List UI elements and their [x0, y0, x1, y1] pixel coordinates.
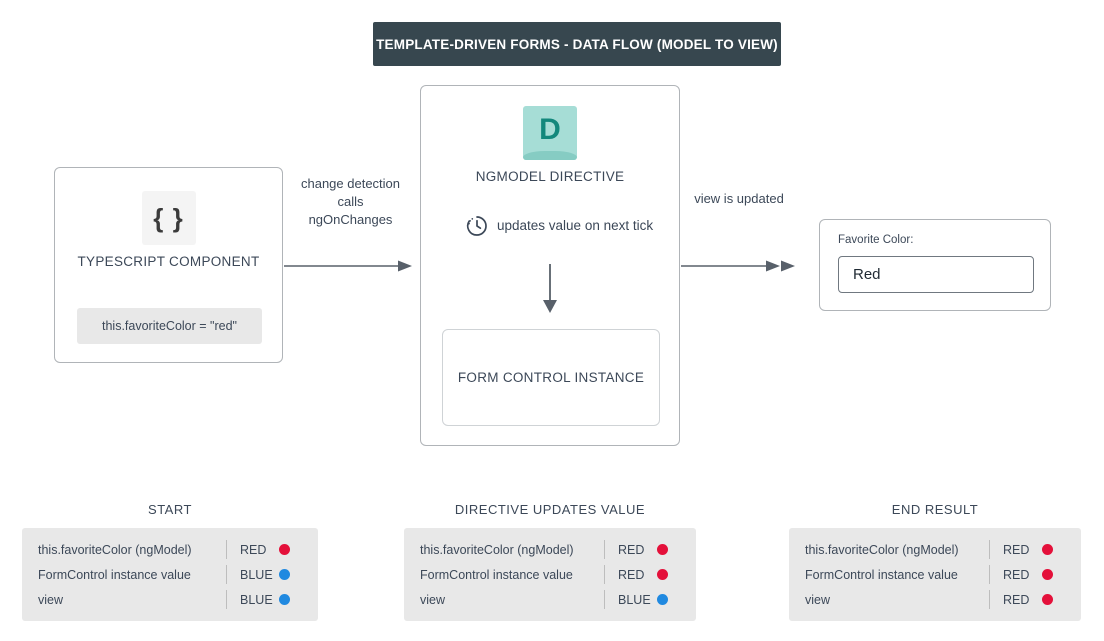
- table-row: this.favoriteColor (ngModel) RED: [22, 537, 318, 562]
- directive-icon-band: [523, 151, 577, 160]
- row-value: BLUE: [240, 592, 273, 607]
- favorite-color-label: Favorite Color:: [838, 234, 914, 246]
- typescript-component-label: TYPESCRIPT COMPONENT: [77, 254, 260, 269]
- row-value: RED: [1003, 592, 1030, 607]
- directive-d-letter: D: [539, 113, 561, 146]
- row-value: BLUE: [618, 592, 651, 607]
- row-color-dot: [1042, 569, 1053, 580]
- next-tick-text: updates value on next tick: [497, 218, 654, 233]
- row-value: RED: [618, 542, 645, 557]
- state-table-panel: this.favoriteColor (ngModel) RED FormCon…: [22, 528, 318, 621]
- directive-d-icon: D: [523, 106, 577, 160]
- row-divider: [989, 590, 990, 609]
- row-color-dot: [279, 544, 290, 555]
- state-table-end-result: END RESULT this.favoriteColor (ngModel) …: [789, 502, 1081, 621]
- page-title: TEMPLATE-DRIVEN FORMS - DATA FLOW (MODEL…: [376, 36, 778, 52]
- state-table-title: DIRECTIVE UPDATES VALUE: [454, 502, 646, 517]
- diagram-title-banner: TEMPLATE-DRIVEN FORMS - DATA FLOW (MODEL…: [373, 22, 781, 66]
- connector-label-view-updated: view is updated: [694, 191, 784, 206]
- row-divider: [604, 590, 605, 609]
- table-row: view RED: [789, 587, 1081, 612]
- view-box: Favorite Color: Red: [819, 219, 1051, 311]
- ngmodel-directive-label: NGMODEL DIRECTIVE: [475, 169, 625, 184]
- row-label: view: [38, 592, 64, 607]
- directive-down-arrow: [539, 264, 561, 319]
- table-row: this.favoriteColor (ngModel) RED: [404, 537, 696, 562]
- table-row: FormControl instance value RED: [404, 562, 696, 587]
- table-row: FormControl instance value RED: [789, 562, 1081, 587]
- row-color-dot: [1042, 594, 1053, 605]
- row-label: this.favoriteColor (ngModel): [420, 542, 574, 557]
- component-code-snippet: this.favoriteColor = "red": [77, 308, 262, 344]
- row-label: this.favoriteColor (ngModel): [38, 542, 192, 557]
- typescript-component-box: { } TYPESCRIPT COMPONENT this.favoriteCo…: [54, 167, 283, 363]
- row-value: RED: [618, 567, 645, 582]
- row-label: FormControl instance value: [420, 567, 573, 582]
- table-row: FormControl instance value BLUE: [22, 562, 318, 587]
- table-row: view BLUE: [22, 587, 318, 612]
- next-tick-note: updates value on next tick: [465, 214, 653, 238]
- state-table-directive-updates: DIRECTIVE UPDATES VALUE this.favoriteCol…: [404, 502, 696, 621]
- state-table-panel: this.favoriteColor (ngModel) RED FormCon…: [789, 528, 1081, 621]
- row-divider: [226, 565, 227, 584]
- table-row: view BLUE: [404, 587, 696, 612]
- state-table-panel: this.favoriteColor (ngModel) RED FormCon…: [404, 528, 696, 621]
- table-row: this.favoriteColor (ngModel) RED: [789, 537, 1081, 562]
- row-value: RED: [1003, 567, 1030, 582]
- favorite-color-input[interactable]: Red: [838, 256, 1034, 293]
- row-label: FormControl instance value: [38, 567, 191, 582]
- row-color-dot: [1042, 544, 1053, 555]
- row-divider: [226, 590, 227, 609]
- ngmodel-directive-box: D NGMODEL DIRECTIVE updates value on nex…: [420, 85, 680, 446]
- row-divider: [604, 565, 605, 584]
- curly-braces-glyph: { }: [153, 203, 184, 233]
- connector-label-change-detection: change detection calls ngOnChanges: [300, 176, 401, 227]
- state-table-start: START this.favoriteColor (ngModel) RED F…: [22, 502, 318, 621]
- row-value: BLUE: [240, 567, 273, 582]
- row-color-dot: [657, 594, 668, 605]
- row-value: RED: [1003, 542, 1030, 557]
- form-control-instance-box: FORM CONTROL INSTANCE: [442, 329, 660, 426]
- row-divider: [604, 540, 605, 559]
- row-color-dot: [279, 594, 290, 605]
- clock-icon: [466, 216, 487, 236]
- row-value: RED: [240, 542, 267, 557]
- row-divider: [989, 565, 990, 584]
- row-label: this.favoriteColor (ngModel): [805, 542, 959, 557]
- row-label: view: [805, 592, 831, 607]
- row-label: view: [420, 592, 446, 607]
- state-table-title: START: [148, 502, 192, 517]
- row-color-dot: [657, 544, 668, 555]
- form-control-instance-label: FORM CONTROL INSTANCE: [457, 370, 645, 385]
- row-divider: [226, 540, 227, 559]
- row-label: FormControl instance value: [805, 567, 958, 582]
- row-divider: [989, 540, 990, 559]
- state-table-title: END RESULT: [891, 502, 979, 517]
- row-color-dot: [657, 569, 668, 580]
- curly-braces-icon: { }: [141, 191, 196, 245]
- row-color-dot: [279, 569, 290, 580]
